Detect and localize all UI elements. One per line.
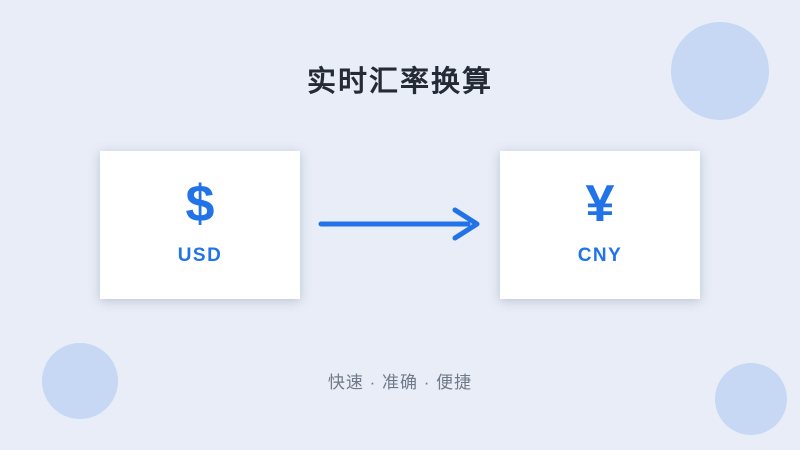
currency-code-to: CNY (577, 245, 623, 267)
decorative-circle-bottom-right (715, 363, 787, 435)
arrow-right-icon (318, 206, 482, 242)
currency-code-from: USD (177, 245, 223, 267)
yuan-sign-icon: ¥ (585, 174, 615, 233)
decorative-circle-top-right (671, 22, 769, 120)
dollar-sign-icon: $ (185, 174, 215, 233)
page-title: 实时汇率换算 (306, 66, 493, 98)
currency-card-cny: ¥ CNY (500, 151, 700, 299)
decorative-circle-bottom-left (42, 343, 118, 419)
currency-card-usd: $ USD (100, 151, 300, 299)
tagline: 快速 · 准确 · 便捷 (327, 373, 473, 392)
